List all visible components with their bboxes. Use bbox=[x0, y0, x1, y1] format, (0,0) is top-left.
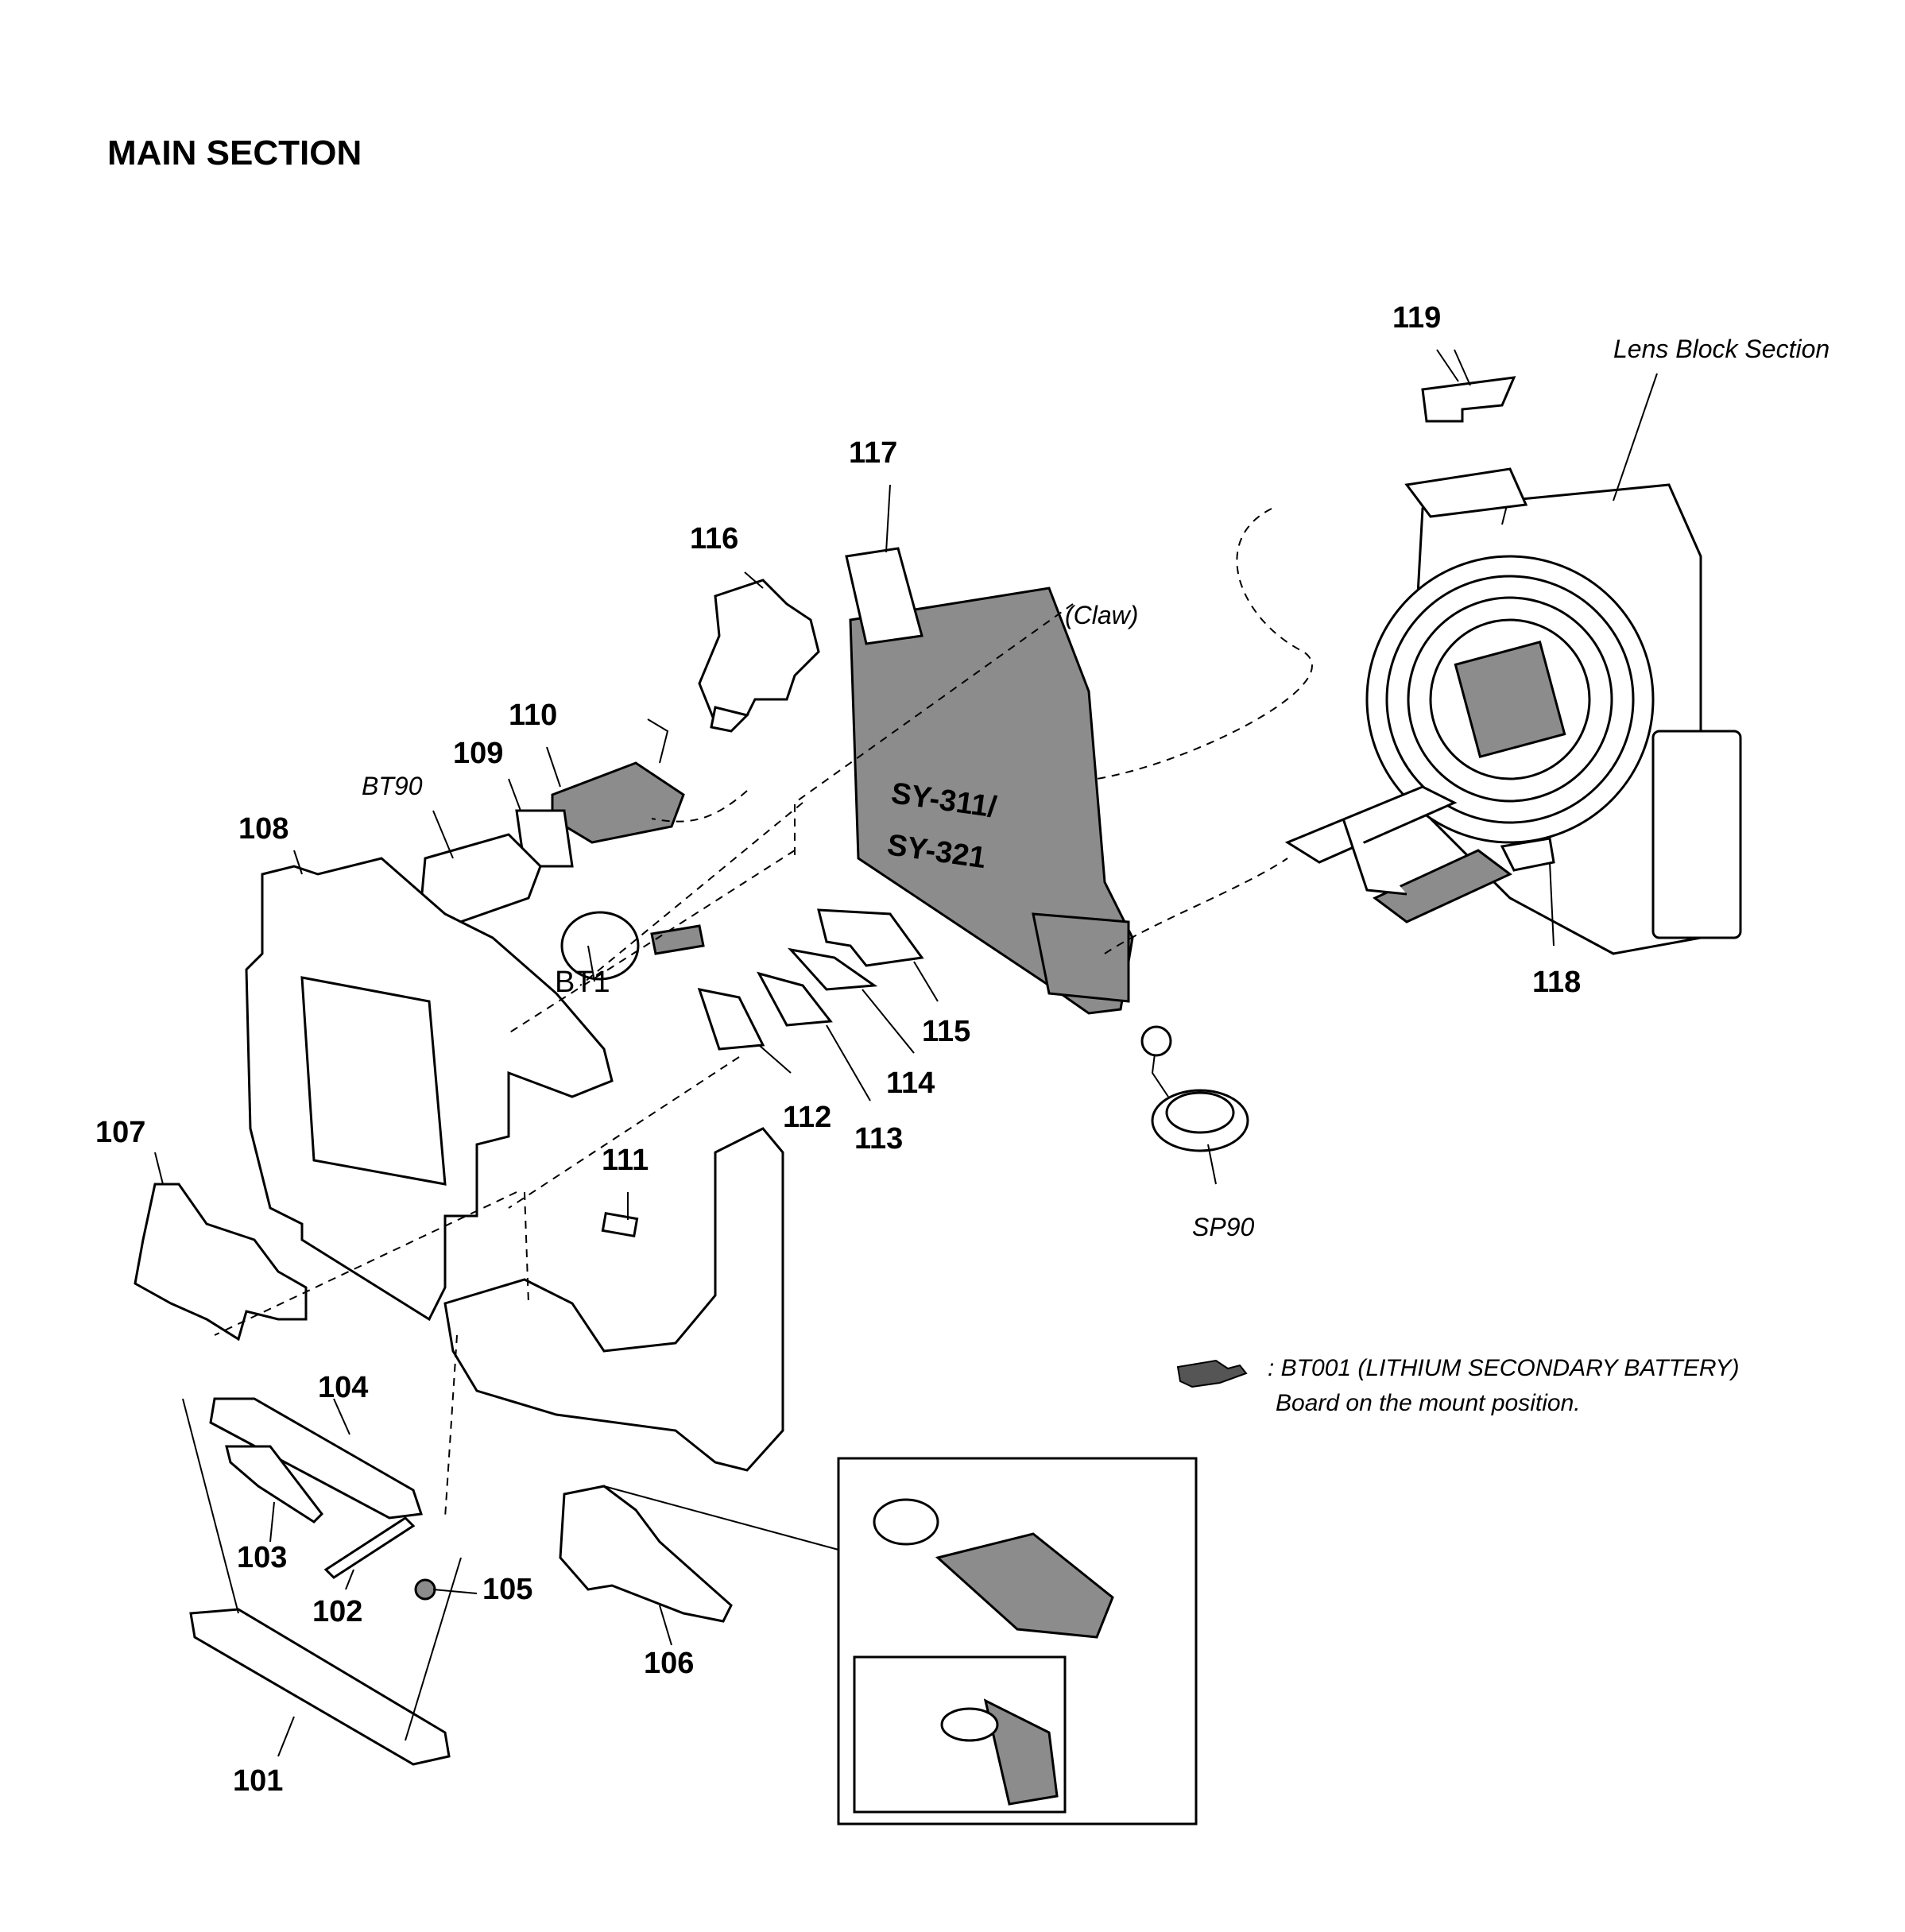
battery-legend: : BT001 (LITHIUM SECONDARY BATTERY) Boar… bbox=[1204, 1351, 1739, 1421]
part-107-bracket bbox=[134, 1183, 308, 1342]
callout-108: 108 bbox=[238, 812, 288, 846]
callout-104: 104 bbox=[318, 1371, 368, 1404]
callout-sp90: SP90 bbox=[1192, 1213, 1254, 1241]
callout-bt90: BT90 bbox=[362, 772, 423, 800]
main-board-117 bbox=[845, 547, 1134, 1015]
part-116-bracket bbox=[698, 579, 820, 733]
part-110-holder bbox=[551, 718, 685, 844]
legend-line1: : BT001 (LITHIUM SECONDARY BATTERY) bbox=[1268, 1355, 1740, 1381]
part-112-sheet bbox=[697, 988, 765, 1051]
part-114-sheet bbox=[787, 947, 878, 991]
part-105-spring bbox=[414, 1578, 436, 1601]
callout-118: 118 bbox=[1532, 966, 1581, 999]
callout-103: 103 bbox=[237, 1541, 287, 1574]
part-111-sheet bbox=[601, 1211, 639, 1238]
flex-cable bbox=[1284, 785, 1512, 923]
part-103-clip bbox=[225, 1445, 323, 1524]
leader-lines bbox=[154, 349, 1658, 1757]
page-title: MAIN SECTION bbox=[107, 134, 362, 172]
frame-108 bbox=[245, 857, 614, 1322]
callout-114: 114 bbox=[886, 1067, 935, 1100]
part-118-sheet bbox=[1500, 837, 1555, 872]
callout-113: 113 bbox=[854, 1122, 903, 1156]
callout-110: 110 bbox=[509, 699, 557, 732]
part-101-cover bbox=[189, 1608, 451, 1766]
inset-detail-box bbox=[837, 1457, 1198, 1826]
claw-label: (Claw) bbox=[1065, 601, 1138, 629]
part-104-rail bbox=[209, 1397, 424, 1520]
battery-mount-arrow-icon bbox=[1176, 1359, 1248, 1388]
callout-112: 112 bbox=[783, 1101, 831, 1134]
callout-107: 107 bbox=[95, 1116, 145, 1149]
callout-115: 115 bbox=[922, 1015, 970, 1048]
callout-116: 116 bbox=[690, 522, 738, 556]
callout-119: 119 bbox=[1392, 301, 1441, 335]
part-102-pin bbox=[323, 1516, 416, 1579]
lens-block-label: Lens Block Section bbox=[1613, 335, 1829, 363]
callout-105: 105 bbox=[482, 1573, 532, 1606]
callout-bt1: BT1 bbox=[555, 966, 610, 999]
part-115-sheet bbox=[817, 908, 924, 967]
callout-102: 102 bbox=[312, 1595, 362, 1628]
lens-block-assembly bbox=[1365, 467, 1742, 955]
legend-line2: Board on the mount position. bbox=[1276, 1390, 1581, 1416]
battery-bt1 bbox=[560, 911, 705, 981]
part-106-plate bbox=[559, 1485, 733, 1623]
part-119-sheet bbox=[1421, 349, 1516, 423]
callout-111: 111 bbox=[602, 1144, 649, 1177]
callout-106: 106 bbox=[644, 1647, 694, 1680]
speaker-sp90 bbox=[1140, 1025, 1249, 1152]
callout-109: 109 bbox=[453, 737, 503, 770]
callout-101: 101 bbox=[233, 1764, 283, 1798]
grip-frame bbox=[443, 1127, 784, 1472]
part-113-sheet bbox=[757, 971, 833, 1027]
callout-117: 117 bbox=[849, 436, 897, 470]
